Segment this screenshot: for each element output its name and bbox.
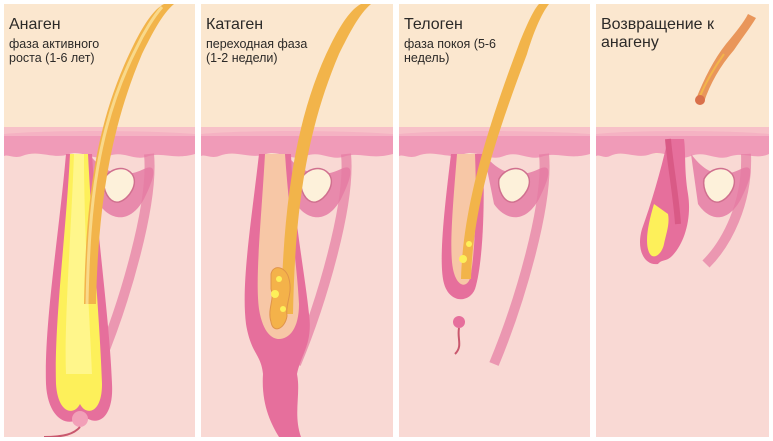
return-to-anagen-illustration	[596, 4, 769, 437]
anagen-illustration	[4, 4, 195, 437]
telogen-caption: Телоген фаза покоя (5-6 недель)	[404, 16, 504, 65]
panel-title: Анаген	[9, 16, 119, 34]
panel-subtitle: переходная фаза (1-2 недели)	[206, 37, 326, 65]
panel-telogen: Телоген фаза покоя (5-6 недель)	[399, 4, 590, 437]
return-caption: Возвращение к анагену	[601, 16, 761, 52]
panel-title: Катаген	[206, 16, 326, 34]
catagen-illustration	[201, 4, 393, 437]
panel-subtitle: фаза активного роста (1-6 лет)	[9, 37, 119, 65]
panel-subtitle: фаза покоя (5-6 недель)	[404, 37, 504, 65]
panel-return-to-anagen: Возвращение к анагену	[596, 4, 769, 437]
panel-catagen: Катаген переходная фаза (1-2 недели)	[201, 4, 393, 437]
panel-title: Телоген	[404, 16, 504, 34]
panel-title: Возвращение к анагену	[601, 16, 761, 52]
panel-anagen: Анаген фаза активного роста (1-6 лет)	[4, 4, 195, 437]
telogen-illustration	[399, 4, 590, 437]
anagen-caption: Анаген фаза активного роста (1-6 лет)	[9, 16, 119, 65]
catagen-caption: Катаген переходная фаза (1-2 недели)	[206, 16, 326, 65]
